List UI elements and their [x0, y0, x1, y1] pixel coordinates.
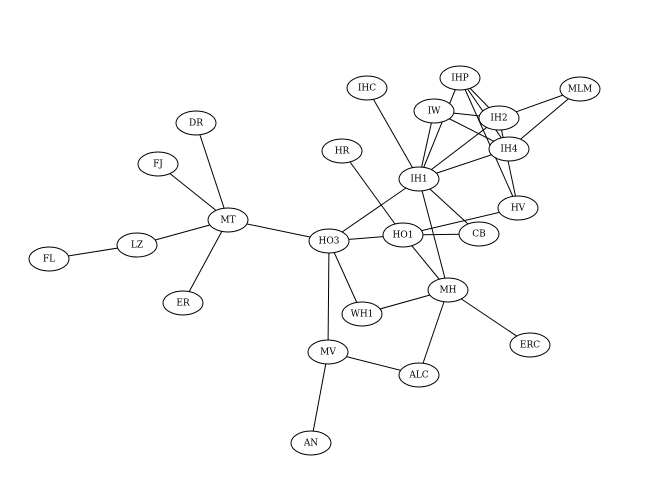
node-ellipse [478, 105, 520, 131]
node-label: MV [320, 348, 336, 358]
node-erc: ERC [509, 332, 551, 358]
node-ellipse [341, 301, 383, 327]
node-label: ER [176, 299, 190, 309]
node-label: HO3 [319, 237, 340, 247]
node-label: ALC [408, 371, 428, 381]
node-label: IH2 [490, 114, 507, 124]
node-label: IW [428, 107, 442, 117]
node-ellipse [162, 290, 204, 316]
edge-ihp-hv [459, 77, 519, 209]
node-label: IH4 [500, 145, 517, 155]
node-ihc: IHC [346, 75, 388, 101]
node-ellipse [175, 110, 217, 136]
node-ellipse [427, 277, 469, 303]
node-label: WH1 [351, 310, 374, 320]
edge-hr-ho1 [341, 150, 404, 236]
node-er: ER [162, 290, 204, 316]
node-ellipse [321, 138, 363, 164]
node-label: CB [472, 230, 486, 240]
edge-ho3-wh1 [328, 240, 363, 315]
node-label: MT [220, 216, 235, 226]
node-ellipse [137, 151, 179, 177]
node-ho3: HO3 [308, 228, 350, 254]
node-ellipse [559, 76, 601, 102]
node-ihp: IHP [439, 65, 481, 91]
node-label: HO1 [393, 231, 414, 241]
node-hr: HR [321, 138, 363, 164]
node-fl: FL [28, 246, 70, 272]
edge-dr-mt [195, 122, 229, 221]
node-label: MLM [568, 85, 592, 95]
node-ellipse [307, 339, 349, 365]
node-lz: LZ [116, 232, 158, 258]
node-hv: HV [497, 195, 539, 221]
node-label: ERC [520, 341, 540, 351]
node-label: IH1 [410, 175, 427, 185]
node-ellipse [207, 207, 249, 233]
node-ellipse [346, 75, 388, 101]
node-wh1: WH1 [341, 301, 383, 327]
node-label: IHP [451, 74, 468, 84]
node-label: DR [189, 119, 203, 129]
edge-ihp-ih1 [418, 77, 461, 180]
node-ellipse [439, 65, 481, 91]
node-ho1: HO1 [382, 222, 424, 248]
node-ellipse [398, 166, 440, 192]
node-ellipse [509, 332, 551, 358]
edge-er-mt [182, 219, 229, 304]
node-mlm: MLM [559, 76, 601, 102]
edge-ih2-ih1 [418, 117, 500, 180]
edges-layer [48, 77, 581, 444]
node-an: AN [290, 430, 332, 456]
node-ih2: IH2 [478, 105, 520, 131]
node-ellipse [398, 362, 440, 388]
edge-ihc-ih1 [366, 87, 420, 180]
edge-ih2-hv [498, 117, 519, 209]
node-label: FL [43, 255, 55, 265]
edge-mh-alc [418, 289, 449, 376]
node-alc: ALC [398, 362, 440, 388]
edge-mv-an [310, 351, 329, 444]
node-label: IHC [358, 84, 376, 94]
node-iw: IW [413, 98, 455, 124]
node-cb: CB [458, 221, 500, 247]
node-ellipse [458, 221, 500, 247]
node-ellipse [382, 222, 424, 248]
node-ellipse [488, 136, 530, 162]
node-ellipse [497, 195, 539, 221]
node-label: AN [303, 439, 318, 449]
node-ellipse [290, 430, 332, 456]
node-ellipse [28, 246, 70, 272]
node-ih1: IH1 [398, 166, 440, 192]
node-label: FJ [153, 160, 163, 170]
node-label: LZ [131, 241, 143, 251]
node-mv: MV [307, 339, 349, 365]
node-label: MH [439, 286, 456, 296]
edge-ho3-mv [327, 240, 330, 353]
node-label: HR [335, 147, 350, 157]
node-label: HV [511, 204, 526, 214]
node-ellipse [308, 228, 350, 254]
node-ellipse [413, 98, 455, 124]
node-mt: MT [207, 207, 249, 233]
node-fj: FJ [137, 151, 179, 177]
node-mh: MH [427, 277, 469, 303]
node-ellipse [116, 232, 158, 258]
node-dr: DR [175, 110, 217, 136]
edge-ho3-ih1 [328, 178, 420, 242]
node-ih4: IH4 [488, 136, 530, 162]
